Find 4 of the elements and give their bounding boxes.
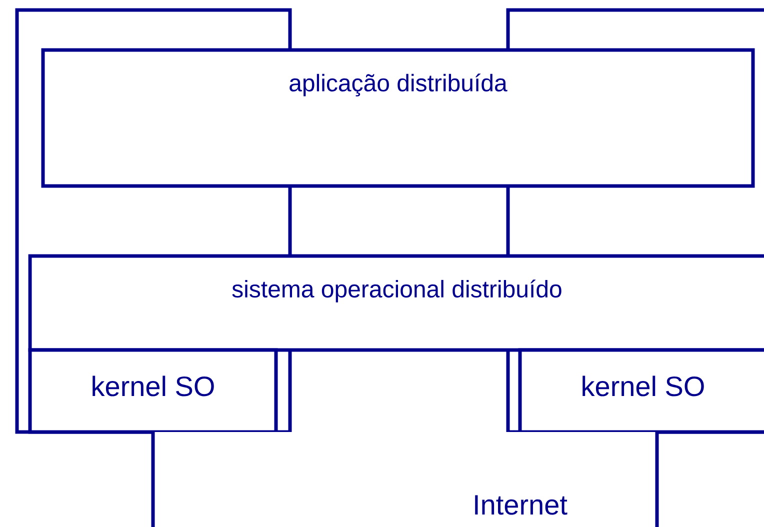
layer-box: kernel SO	[28, 348, 278, 434]
node-label: kernel SO	[582, 376, 704, 396]
layer-box: kernel SO	[518, 348, 764, 434]
layer-box: aplicação distribuída	[41, 48, 755, 188]
